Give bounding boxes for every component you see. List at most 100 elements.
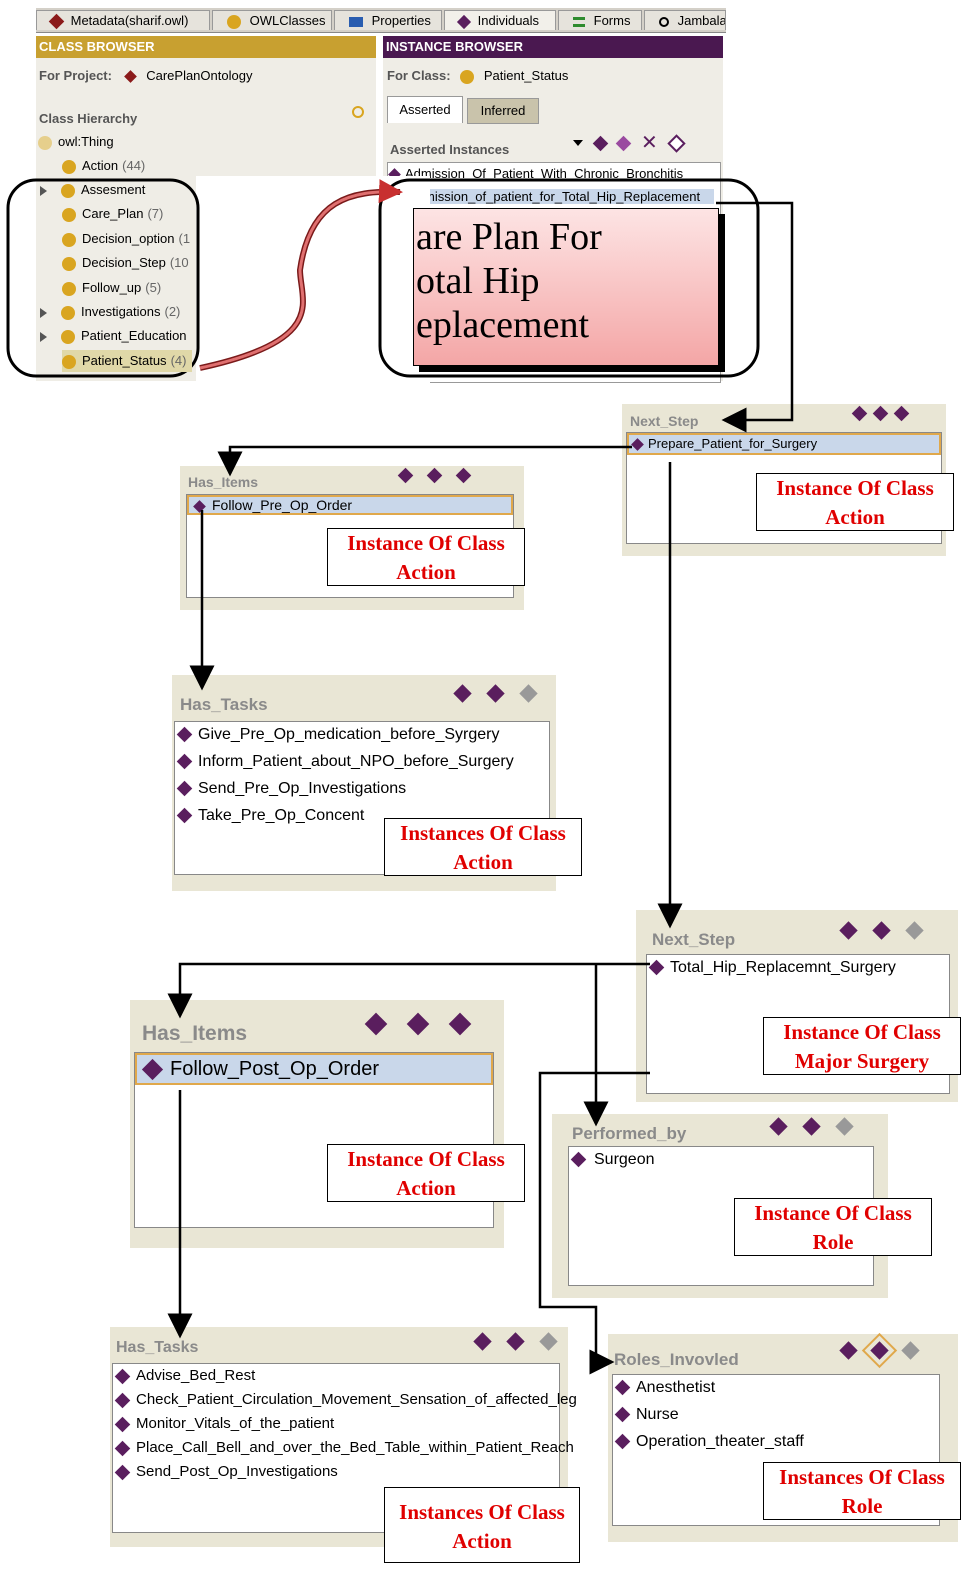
instance-icon [114,1440,131,1456]
list-item[interactable]: Operation_theater_staff [614,1433,804,1451]
create-instance-icon[interactable] [397,467,414,484]
create-instance-icon[interactable] [851,405,868,422]
add-instance-icon[interactable] [802,1117,821,1136]
list-item[interactable]: Follow_Pre_Op_Order [187,495,513,515]
remove-instance-icon[interactable] [835,1117,854,1136]
instance-icon [114,1392,131,1408]
add-instance-icon[interactable] [406,1012,430,1036]
class-icon [38,135,52,150]
class-icon [62,207,76,222]
tab-inferred[interactable]: Inferred [467,98,539,124]
list-item[interactable]: Prepare_Patient_for_Surgery [627,433,941,455]
tree-root[interactable]: owl:Thing [38,131,114,153]
tab-owlclasses[interactable]: OWLClasses [212,10,332,30]
add-instance-icon[interactable] [486,684,505,703]
add-instance-icon[interactable] [872,405,889,422]
asserted-instances-label: Asserted Instances [390,142,510,157]
tree-item-patient-status[interactable]: Patient_Status(4) [62,350,193,372]
instance-icon [114,1416,131,1432]
tab-forms[interactable]: Forms [558,10,642,30]
class-label: For Class: [387,68,451,83]
instance-icon [614,1433,631,1450]
list-item[interactable]: Check_Patient_Circulation_Movement_Sensa… [114,1391,577,1408]
tab-bar: Metadata(sharif.owl) OWLClasses Properti… [36,8,726,33]
widget-title: Has_Items [188,474,259,490]
create-instance-icon[interactable] [839,921,858,940]
list-item[interactable]: Total_Hip_Replacemnt_Surgery [648,959,896,977]
class-icon [61,183,75,198]
properties-icon [349,16,363,27]
expand-icon[interactable] [40,307,47,318]
instance-browser-header: INSTANCE BROWSER [383,36,723,58]
class-icon [62,281,76,296]
instance-icon [176,726,193,743]
jambalaya-icon [659,16,669,27]
class-icon [62,256,76,271]
tree-item-decision-option[interactable]: Decision_option(1 [62,228,190,250]
create-instance-icon[interactable] [839,1341,858,1360]
remove-instance-icon[interactable] [448,1012,472,1036]
tree-item-investigations[interactable]: Investigations(2) [40,301,180,323]
expand-icon[interactable] [40,185,47,196]
add-instance-icon[interactable] [506,1332,525,1351]
instance-icon [648,959,665,976]
add-instance-icon[interactable] [861,1332,898,1369]
list-item[interactable]: Follow_Post_Op_Order [135,1053,493,1085]
list-item[interactable]: Advise_Bed_Rest [114,1367,255,1384]
tree-item-assesment[interactable]: Assesment [40,179,145,201]
forms-icon [573,16,585,27]
list-item[interactable]: Take_Pre_Op_Concent [176,807,364,825]
tab-metadata[interactable]: Metadata(sharif.owl) [36,10,210,30]
project-label: For Project: [39,68,112,83]
widget-title: Has_Tasks [116,1339,199,1356]
list-item[interactable]: Admission_Of_Patient_With_Chronic_Bronch… [388,166,683,181]
add-instance-icon[interactable] [872,921,891,940]
dropdown-icon[interactable] [573,140,583,146]
delete-icon[interactable]: ✕ [641,132,658,154]
tab-properties[interactable]: Properties [334,10,442,30]
create-instance-icon[interactable] [473,1332,492,1351]
class-icon [61,305,75,320]
list-item[interactable]: Place_Call_Bell_and_over_the_Bed_Table_w… [114,1439,574,1456]
list-item[interactable]: Send_Post_Op_Investigations [114,1463,338,1480]
class-icon [460,69,475,84]
tree-item-action[interactable]: Action(44) [62,155,145,177]
remove-instance-icon[interactable] [519,684,538,703]
tab-jambalaya[interactable]: Jambala [644,10,726,30]
list-item[interactable]: Inform_Patient_about_NPO_before_Surgery [176,753,514,771]
widget-title: Next_Step [630,413,699,429]
create-instance-icon[interactable] [364,1012,388,1036]
remove-instance-icon[interactable] [539,1332,558,1351]
list-item[interactable]: Nurse [614,1406,679,1424]
tree-item-follow-up[interactable]: Follow_up(5) [62,277,161,299]
instance-icon [176,753,193,770]
tree-item-care-plan[interactable]: Care_Plan(7) [62,203,163,225]
expand-icon[interactable] [40,331,47,342]
list-item[interactable]: Anesthetist [614,1379,715,1397]
remove-instance-icon[interactable] [455,467,472,484]
list-item[interactable]: Send_Pre_Op_Investigations [176,780,406,798]
list-item[interactable]: Surgeon [570,1151,655,1169]
care-plan-label: are Plan For otal Hip eplacement [413,208,719,366]
create-instance-icon[interactable] [453,684,472,703]
add-instance-icon[interactable] [426,467,443,484]
list-item[interactable]: Monitor_Vitals_of_the_patient [114,1415,334,1432]
search-icon[interactable] [352,106,364,118]
tree-item-decision-step[interactable]: Decision_Step(10 [62,252,189,274]
tab-asserted[interactable]: Asserted [387,96,463,123]
remove-instance-icon[interactable] [905,921,924,940]
tree-item-patient-education[interactable]: Patient_Education [40,325,187,347]
instance-icon [614,1406,631,1423]
instance-icon [570,1151,587,1168]
remove-instance-icon[interactable] [901,1341,920,1360]
create-instance-icon[interactable] [769,1117,788,1136]
list-item[interactable]: Give_Pre_Op_medication_before_Syrgery [176,726,500,744]
has-items-widget-2: Has_Items Follow_Post_Op_Order [130,1000,504,1248]
list-item-selected[interactable]: mission_of_patient_for_Total_Hip_Replace… [424,189,714,204]
tab-individuals[interactable]: Individuals [444,10,556,30]
remove-instance-icon[interactable] [893,405,910,422]
